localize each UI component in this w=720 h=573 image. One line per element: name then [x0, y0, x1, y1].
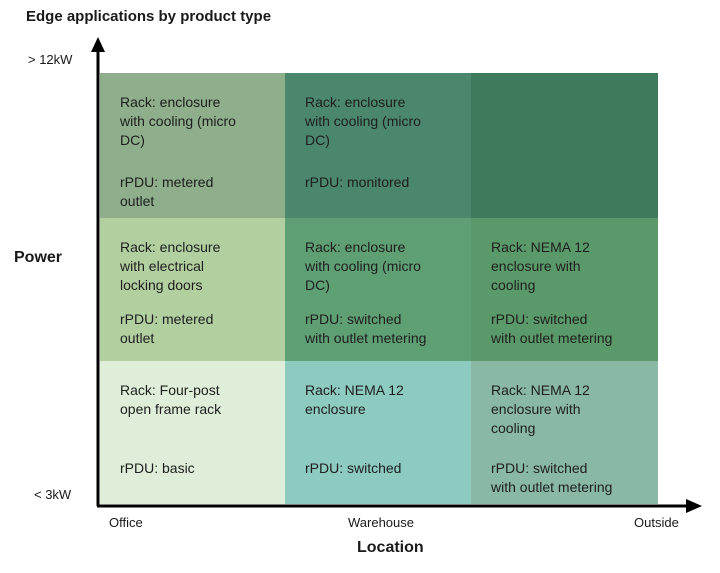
rpdu-text: rPDU: switched with outlet metering — [491, 460, 613, 495]
cell-mid-warehouse: Rack: enclosure with cooling (micro DC) … — [285, 218, 471, 361]
rack-text: Rack: enclosure with cooling (micro DC) — [120, 94, 236, 148]
rpdu-text: rPDU: monitored — [305, 174, 410, 190]
rack-text: Rack: NEMA 12 enclosure with cooling — [491, 239, 590, 293]
rpdu-text: rPDU: metered outlet — [120, 311, 214, 346]
y-axis-arrow-icon — [91, 37, 105, 52]
cell-low-outside: Rack: NEMA 12 enclosure with cooling rPD… — [471, 361, 658, 504]
cell-mid-office: Rack: enclosure with electrical locking … — [100, 218, 285, 361]
cell-mid-outside: Rack: NEMA 12 enclosure with cooling rPD… — [471, 218, 658, 361]
rpdu-text: rPDU: metered outlet — [120, 174, 214, 209]
cell-low-office: Rack: Four-post open frame rack rPDU: ba… — [100, 361, 285, 504]
x-axis-arrow-icon — [686, 499, 702, 513]
cell-high-office: Rack: enclosure with cooling (micro DC) … — [100, 73, 285, 218]
y-tick-top: > 12kW — [28, 52, 73, 67]
cell-high-outside — [471, 73, 658, 218]
rpdu-text: rPDU: switched with outlet metering — [305, 311, 427, 346]
x-tick-outside: Outside — [634, 515, 679, 530]
rack-text: Rack: enclosure with electrical locking … — [120, 239, 221, 293]
rpdu-text: rPDU: basic — [120, 460, 195, 476]
product-grid: Rack: enclosure with cooling (micro DC) … — [100, 73, 658, 504]
rack-text: Rack: NEMA 12 enclosure with cooling — [491, 382, 590, 436]
rpdu-text: rPDU: switched — [305, 460, 402, 476]
x-axis-label: Location — [357, 539, 424, 556]
x-tick-office: Office — [109, 515, 143, 530]
cell-low-warehouse: Rack: NEMA 12 enclosure rPDU: switched — [285, 361, 471, 504]
cell-high-warehouse: Rack: enclosure with cooling (micro DC) … — [285, 73, 471, 218]
x-tick-warehouse: Warehouse — [348, 515, 414, 530]
rack-text: Rack: Four-post open frame rack — [120, 382, 222, 417]
rpdu-text: rPDU: switched with outlet metering — [491, 311, 613, 346]
rack-text: Rack: enclosure with cooling (micro DC) — [305, 94, 421, 148]
rack-text: Rack: enclosure with cooling (micro DC) — [305, 239, 421, 293]
chart-title: Edge applications by product type — [26, 8, 272, 25]
rack-text: Rack: NEMA 12 enclosure — [305, 382, 404, 417]
y-tick-bottom: < 3kW — [34, 487, 72, 502]
y-axis-label: Power — [14, 249, 63, 266]
